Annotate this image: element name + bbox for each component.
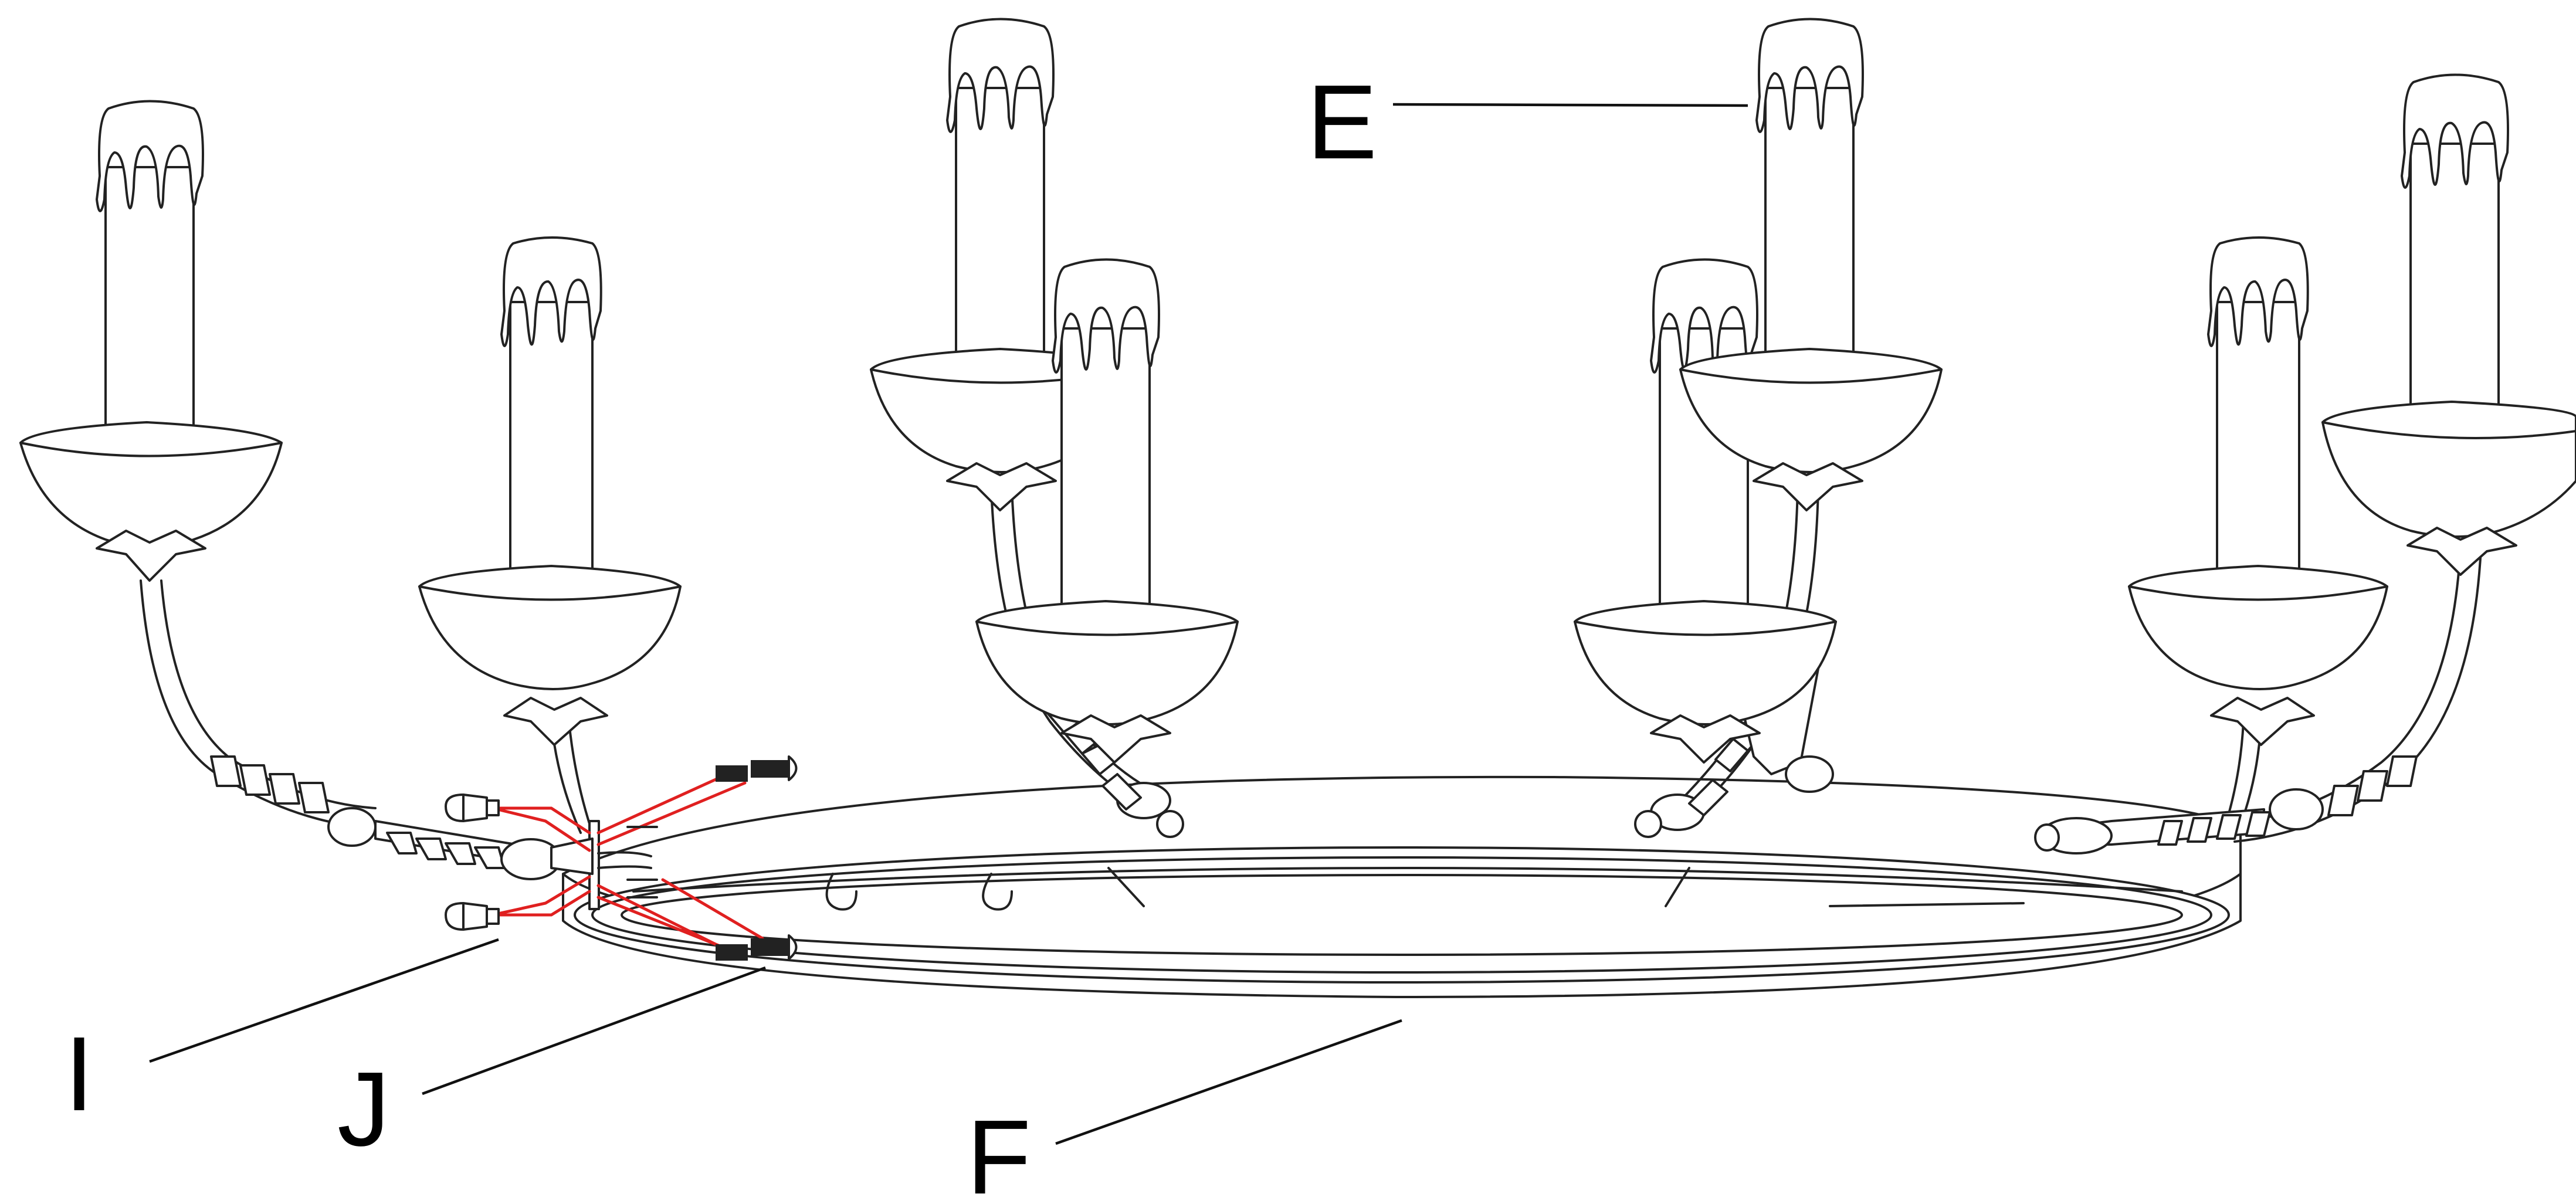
leader-lines	[149, 103, 1748, 1145]
ring-frame	[562, 775, 2242, 998]
label-e: E	[1307, 63, 1377, 181]
leader-i	[149, 938, 499, 1063]
label-i: I	[65, 1015, 94, 1133]
wire-nut-top	[445, 794, 500, 822]
wire-nut-bottom	[445, 902, 500, 931]
screw-top	[716, 755, 798, 782]
candle-arm-6	[1679, 18, 1943, 511]
part-labels: E F I J	[65, 63, 1377, 1197]
label-f: F	[967, 1098, 1031, 1197]
label-j: J	[337, 1050, 390, 1168]
candle-arm-4	[975, 258, 1239, 764]
leader-j	[422, 966, 766, 1096]
candle-arm-1	[19, 100, 283, 582]
candle-arm-2	[418, 236, 682, 746]
leader-e	[1392, 103, 1748, 107]
candle-arm-8	[2321, 73, 2576, 576]
leader-f	[1055, 1019, 1402, 1145]
candle-arm-7	[2128, 236, 2388, 746]
screw-bottom	[716, 934, 798, 961]
wiring-hardware	[445, 755, 798, 961]
